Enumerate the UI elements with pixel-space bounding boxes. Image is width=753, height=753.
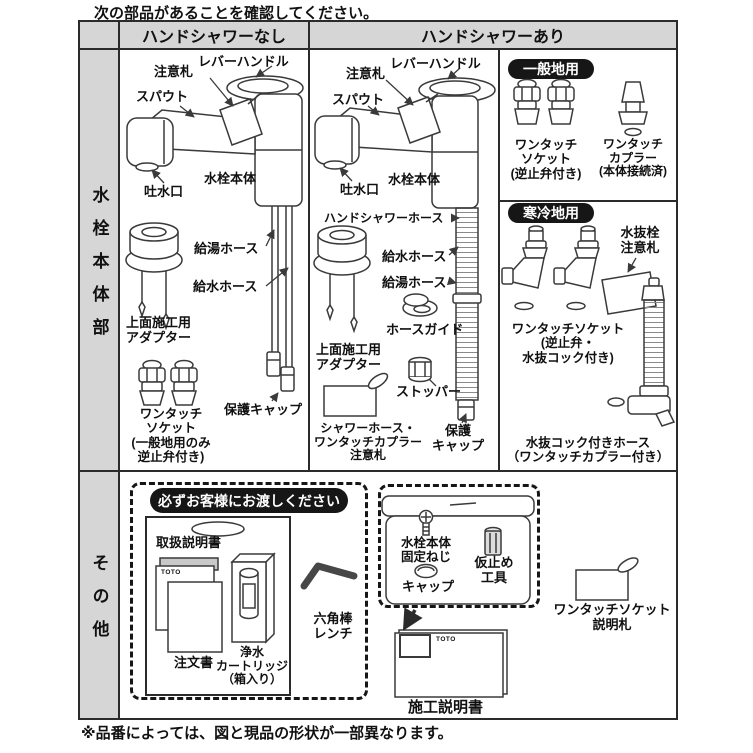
label-water-hose: 給水ホース [382, 249, 447, 264]
label-faucet-body: 水栓本体 [204, 171, 257, 186]
label-faucet-body: 水栓本体 [388, 172, 441, 187]
label-stopper: ストッパー [396, 384, 462, 399]
label-lever-handle: レバーハンドル [198, 54, 289, 69]
toto-logo-manual: TOTO [161, 569, 181, 576]
label-cap: キャップ [402, 579, 455, 594]
cell-no-shower: レバーハンドル 注意札 スパウト 吐水口 水栓本体 給湯ホース 給水ホース 上面… [120, 50, 310, 470]
cell-with-shower: レバーハンドル 注意札 スパウト 吐水口 水栓本体 ハンドシャワーホース 給水ホ… [310, 50, 500, 470]
label-general-coupler: ワンタッチ カプラー (本体接続済) [599, 137, 667, 179]
label-water-cartridge: 浄水 カートリッジ （箱入り） [216, 645, 289, 687]
label-water-hose: 給水ホース [193, 279, 258, 294]
row-header-faucet-body: 水栓本体部 [80, 50, 120, 470]
label-lever-handle: レバーハンドル [390, 56, 481, 71]
label-fixing-screw: 水栓本体 固定ねじ [400, 536, 451, 565]
corner-cell [80, 22, 120, 50]
toto-logo-install: TOTO [436, 636, 456, 643]
footnote: ※品番によっては、図と現品の形状が一部異なります。 [81, 725, 453, 742]
label-shower-hose-tag: シャワーホース・ ワンタッチカプラー 注意札 [313, 421, 422, 463]
label-caution-tag: 注意札 [154, 64, 194, 79]
label-one-touch-socket: ワンタッチ ソケット (一般地用のみ 逆止弁付き) [131, 407, 211, 464]
region-divider [500, 200, 676, 202]
cell-regions: 一般地用 寒冷地用 [500, 50, 676, 470]
label-socket-tag: ワンタッチソケット 説明札 [553, 602, 671, 632]
row-header-others: その他 [80, 470, 120, 718]
label-outlet: 吐水口 [340, 182, 380, 197]
label-spout: スパウト [136, 89, 189, 104]
column-header-with-shower: ハンドシャワーあり [310, 22, 676, 50]
label-adapter: 上面施工用 アダプター [126, 315, 192, 345]
page-title: 次の部品があることを確認してください。 [94, 5, 379, 22]
label-temp-tool: 仮止め 工具 [474, 555, 514, 585]
cell-others: 必ずお客様にお渡しください 取扱説明書 TOTO 注文書 浄水 カートリッジ （… [120, 470, 676, 718]
label-drain-cock-hose: 水抜コック付きホース （ワンタッチカプラー付き） [506, 436, 670, 465]
label-drain-plug-tag: 水抜栓 注意札 [620, 225, 660, 255]
label-install-manual: 施工説明書 [408, 699, 484, 716]
label-general-socket: ワンタッチ ソケット (逆止弁付き) [510, 138, 582, 181]
general-region-badge: 一般地用 [508, 59, 594, 79]
label-caution-tag: 注意札 [346, 66, 386, 81]
label-adapter: 上面施工用 アダプター [316, 342, 382, 372]
label-hand-shower-hose: ハンドシャワーホース [324, 211, 444, 225]
label-hot-hose: 給湯ホース [382, 275, 447, 290]
parts-bag-dashed-box [378, 484, 540, 608]
label-order-form: 注文書 [174, 655, 214, 670]
cold-region-badge: 寒冷地用 [508, 203, 594, 223]
label-cold-socket: ワンタッチソケット (逆止弁・ 水抜コック付き) [511, 322, 625, 365]
label-protective-cap: 保護キャップ [224, 402, 303, 417]
parts-table: ハンドシャワーなし ハンドシャワーあり 水栓本体部 [78, 20, 678, 720]
label-outlet: 吐水口 [144, 184, 184, 199]
label-spout: スパウト [332, 92, 385, 107]
label-hose-guide: ホースガイド [386, 322, 464, 337]
label-hot-hose: 給湯ホース [194, 241, 259, 256]
region-parts-illustration [501, 78, 676, 427]
label-hex-wrench: 六角棒 レンチ [313, 611, 353, 641]
label-user-manual: 取扱説明書 [156, 535, 222, 550]
handover-dashed-box [130, 482, 368, 700]
label-protective-cap: 保護 キャップ [431, 423, 484, 453]
column-header-no-shower: ハンドシャワーなし [120, 22, 310, 50]
handover-badge: 必ずお客様にお渡しください [150, 488, 348, 513]
